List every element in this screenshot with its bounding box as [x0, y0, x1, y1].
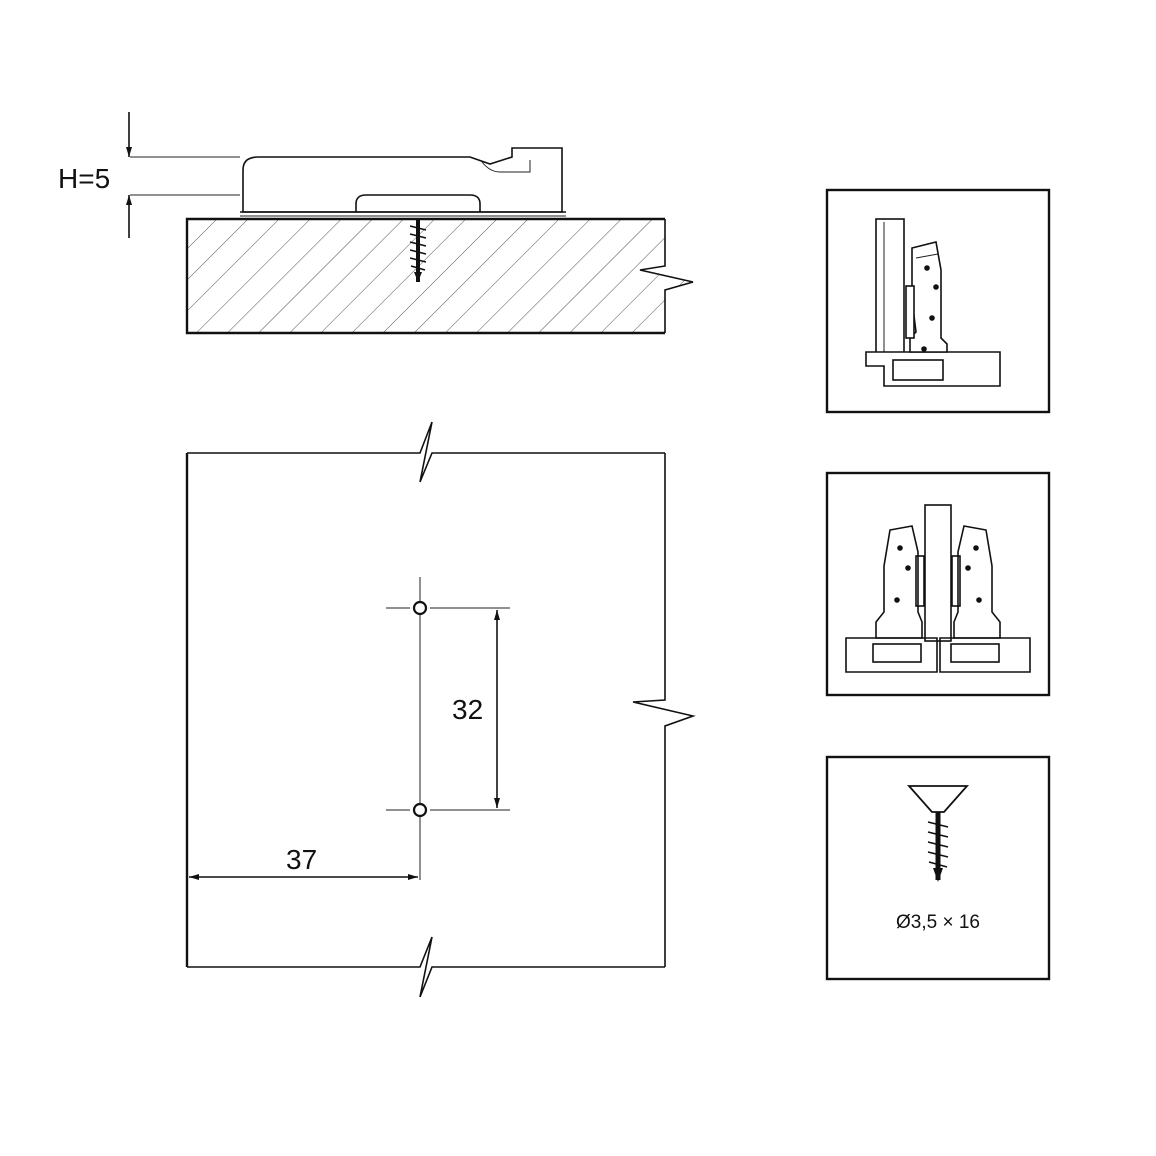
screw-section-icon — [409, 219, 427, 282]
screw-thumbnail: Ø3,5 × 16 — [825, 755, 1051, 981]
hinge-mounted-thumbnail — [825, 188, 1051, 414]
drilling-plan-view: 32 37 — [185, 421, 696, 998]
height-label: H=5 — [58, 163, 110, 194]
screw-icon — [907, 785, 969, 882]
double-hinge-icon — [845, 504, 1031, 673]
drill-hole-top — [412, 600, 428, 616]
edge-distance-label: 37 — [286, 844, 317, 875]
screw-spec-label: Ø3,5 × 16 — [896, 912, 980, 933]
height-dimension — [126, 112, 240, 238]
double-hinge-thumbnail — [825, 471, 1051, 697]
side-section-view: H=5 — [58, 112, 694, 335]
mounting-plate-profile — [242, 147, 563, 213]
board-section — [187, 219, 693, 333]
hole-spacing-label: 32 — [452, 694, 483, 725]
drill-hole-bottom — [412, 802, 428, 818]
hole-centerlines — [386, 577, 510, 880]
single-hinge-icon — [865, 218, 1001, 387]
